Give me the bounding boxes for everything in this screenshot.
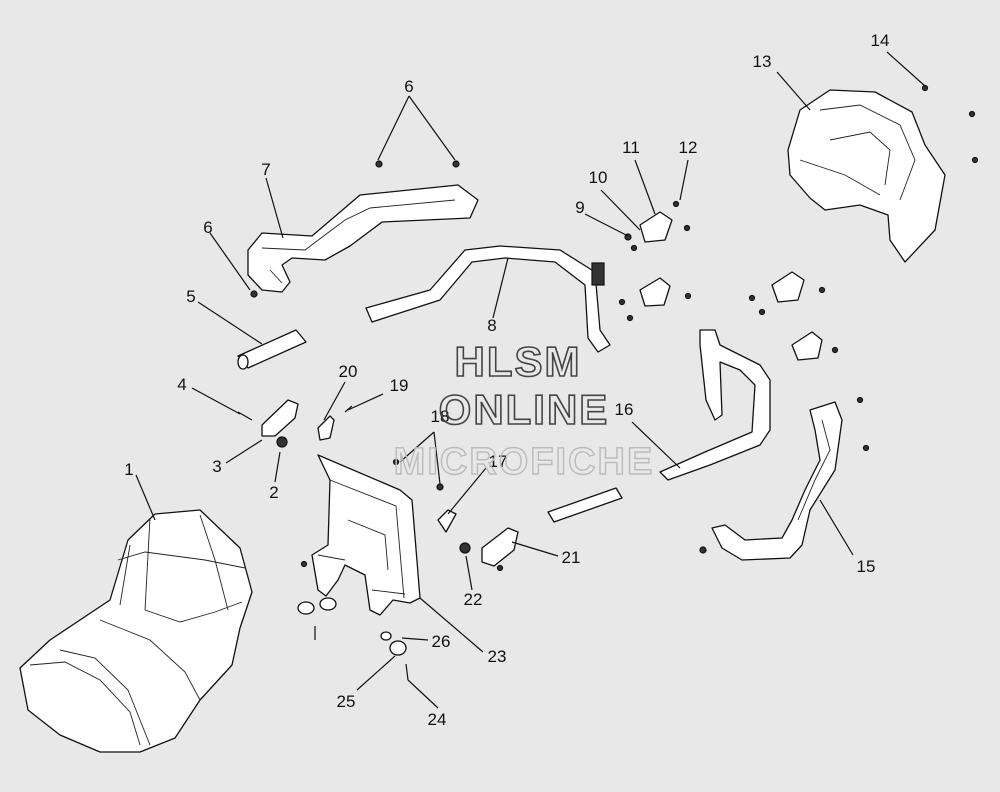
callout-16: 16 xyxy=(615,400,634,419)
watermark-line3: MICROFICHE xyxy=(394,441,655,483)
callout-6-top: 6 xyxy=(404,77,413,96)
part-mounts xyxy=(297,597,409,681)
part-bracket-20 xyxy=(317,415,335,441)
part-screw-19 xyxy=(344,405,353,413)
watermark: HLSM ONLINE MICROFICHE xyxy=(393,337,655,484)
callout-7: 7 xyxy=(261,160,270,179)
part-right-armrest xyxy=(711,401,843,561)
part-nut-2 xyxy=(276,436,288,448)
part-bracket-3 xyxy=(261,399,299,437)
watermark-line2: ONLINE xyxy=(439,386,610,433)
callout-24: 24 xyxy=(428,710,447,729)
callout-5: 5 xyxy=(186,287,195,306)
callout-1: 1 xyxy=(124,460,133,479)
callout-8: 8 xyxy=(487,316,496,335)
part-tube-5 xyxy=(237,329,307,370)
callout-20: 20 xyxy=(339,362,358,381)
part-bolt-4 xyxy=(237,411,253,421)
callout-14: 14 xyxy=(871,31,890,50)
callout-labels: 1 2 3 4 5 6 6 7 8 9 10 11 12 13 14 15 16… xyxy=(124,31,889,729)
callout-12: 12 xyxy=(679,138,698,157)
callout-4: 4 xyxy=(177,375,186,394)
callout-19: 19 xyxy=(390,376,409,395)
part-bracket-21 xyxy=(481,527,519,567)
watermark-line1: HLSM xyxy=(455,338,582,385)
callout-2: 2 xyxy=(269,483,278,502)
part-bracket-17 xyxy=(437,509,457,533)
part-control-housing xyxy=(787,89,946,263)
callout-21: 21 xyxy=(562,548,581,567)
callout-9: 9 xyxy=(575,198,584,217)
part-grab-bar xyxy=(365,245,611,353)
callout-10: 10 xyxy=(589,168,608,187)
callout-22: 22 xyxy=(464,590,483,609)
callout-23: 23 xyxy=(488,647,507,666)
callout-11: 11 xyxy=(622,138,640,157)
callout-25: 25 xyxy=(337,692,356,711)
part-hinge-11 xyxy=(639,211,673,243)
callout-18: 18 xyxy=(431,407,450,426)
part-grab-bar-16 xyxy=(659,329,771,481)
part-left-armrest xyxy=(247,184,479,293)
leader-lines xyxy=(135,51,926,709)
callout-17: 17 xyxy=(489,452,508,471)
callout-15: 15 xyxy=(857,557,876,576)
callout-3: 3 xyxy=(212,457,221,476)
callout-6-left: 6 xyxy=(203,218,212,237)
part-hinge-c xyxy=(791,331,823,361)
part-small-hardware xyxy=(250,84,979,572)
callout-13: 13 xyxy=(753,52,772,71)
part-seat-frame xyxy=(311,454,421,616)
callout-26: 26 xyxy=(432,632,451,651)
part-nut-22 xyxy=(459,542,471,554)
part-tube-center xyxy=(547,487,623,523)
part-hinge-a xyxy=(639,277,671,307)
part-hinge-b xyxy=(771,271,805,303)
part-seat xyxy=(19,509,253,753)
